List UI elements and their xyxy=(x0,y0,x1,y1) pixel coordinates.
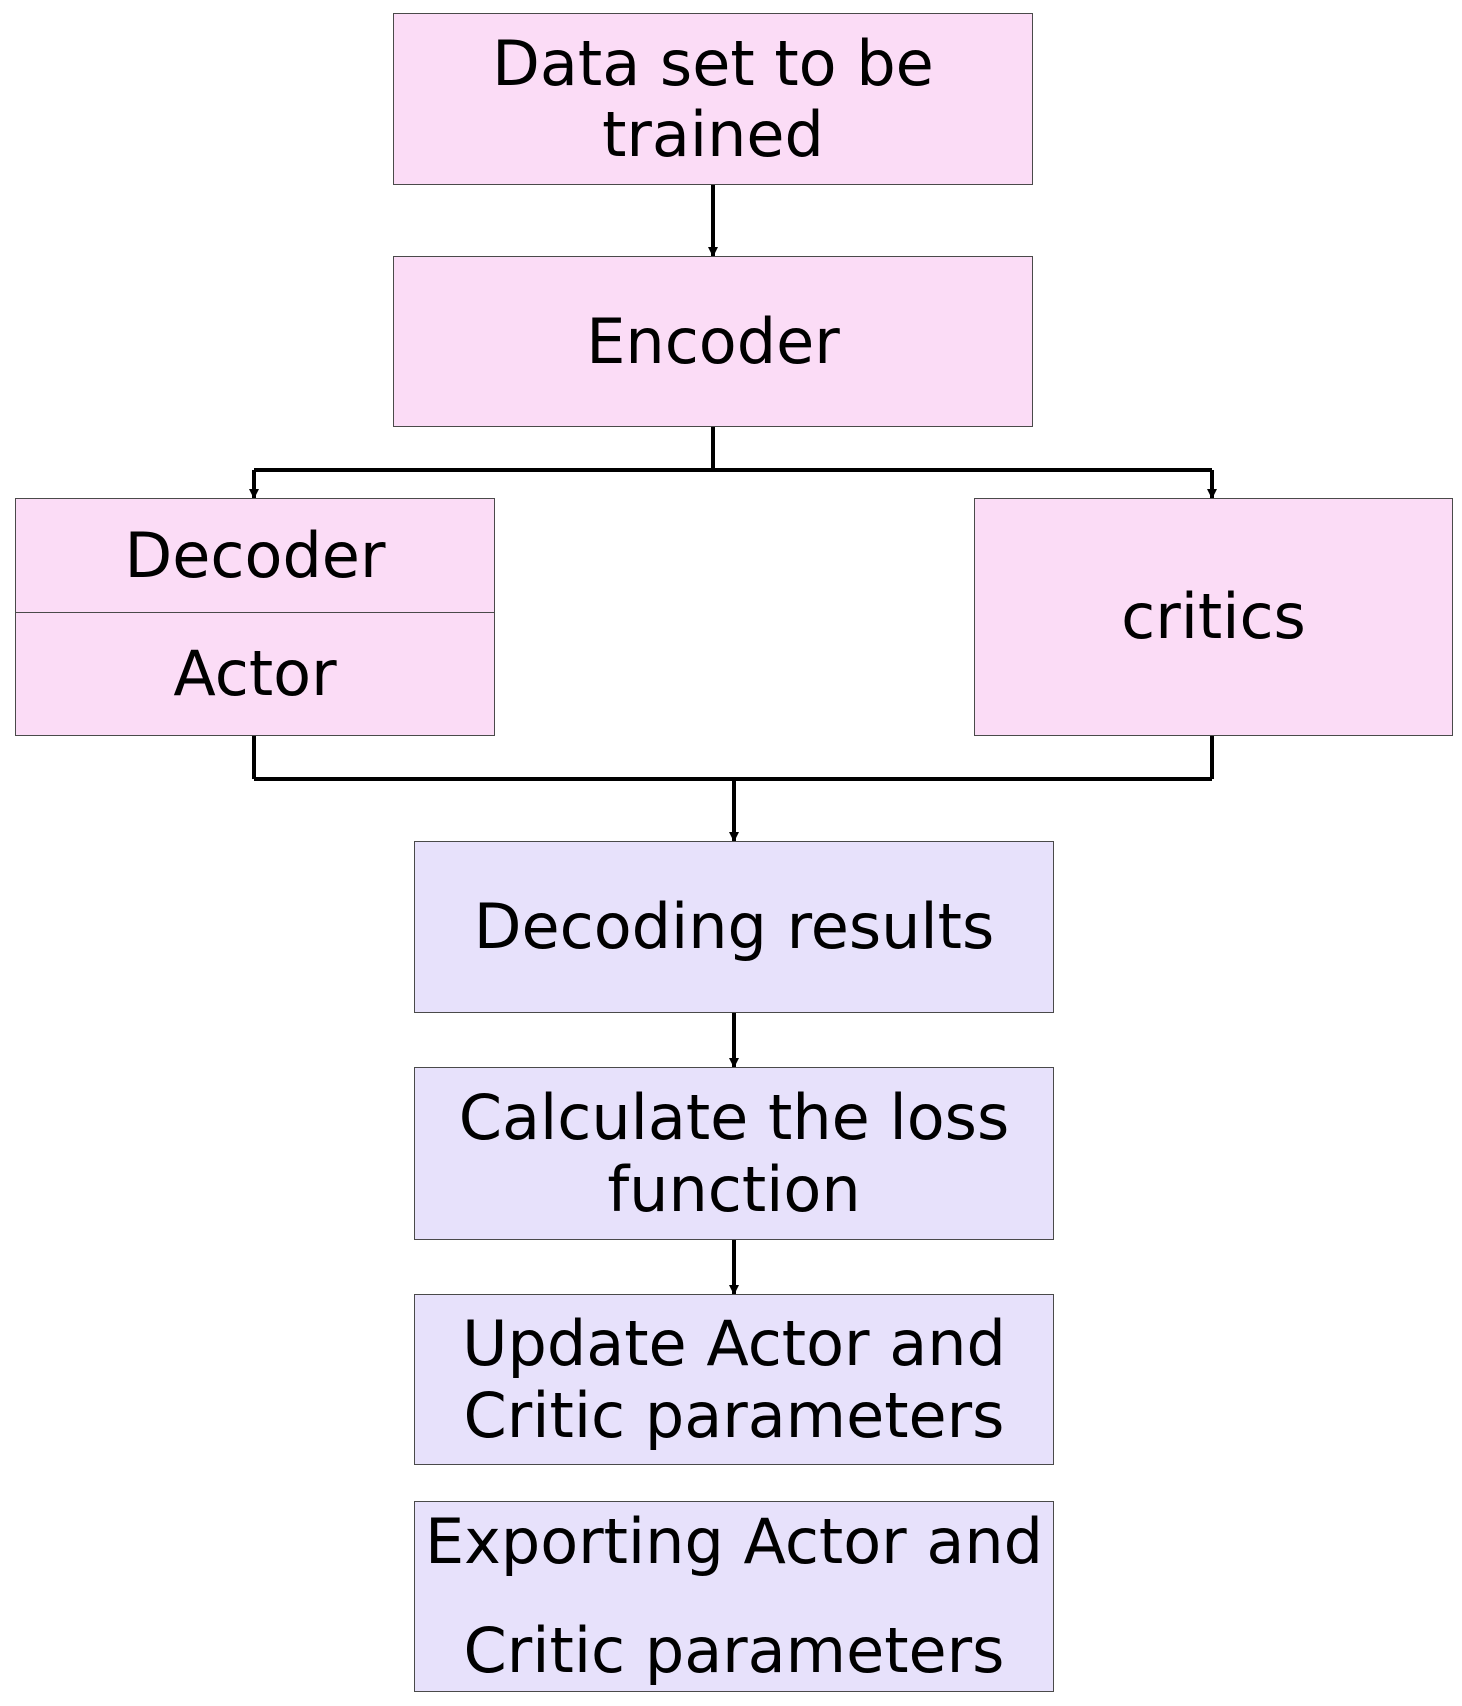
actor-node: Actor xyxy=(15,612,495,736)
decoding-results-node: Decoding results xyxy=(414,841,1054,1013)
export-parameters-node: Exporting Actor and Critic parameters xyxy=(414,1501,1054,1692)
export-label-line-1: Exporting Actor and xyxy=(424,1505,1044,1578)
export-label-line-2: Critic parameters xyxy=(463,1613,1005,1687)
loss-label-line-1: Calculate the loss xyxy=(458,1081,1010,1155)
actor-label: Actor xyxy=(173,637,337,711)
dataset-label-line-2: trained xyxy=(602,98,824,171)
update-label-line-2: Critic parameters xyxy=(463,1378,1005,1452)
loss-function-node: Calculate the loss function xyxy=(414,1067,1054,1240)
encoder-label: Encoder xyxy=(586,304,840,378)
update-parameters-node: Update Actor and Critic parameters xyxy=(414,1294,1054,1465)
dataset-label-line-1: Data set to be xyxy=(492,26,934,100)
update-label-line-1: Update Actor and xyxy=(462,1307,1006,1381)
decoder-label: Decoder xyxy=(124,518,386,592)
loss-label-line-2: function xyxy=(607,1152,861,1226)
critics-label: critics xyxy=(1121,580,1306,654)
decoder-node: Decoder xyxy=(15,498,495,613)
encoder-node: Encoder xyxy=(393,256,1033,427)
decoding-results-label: Decoding results xyxy=(473,890,995,964)
dataset-node: Data set to be trained xyxy=(393,13,1033,185)
critics-node: critics xyxy=(974,498,1453,736)
